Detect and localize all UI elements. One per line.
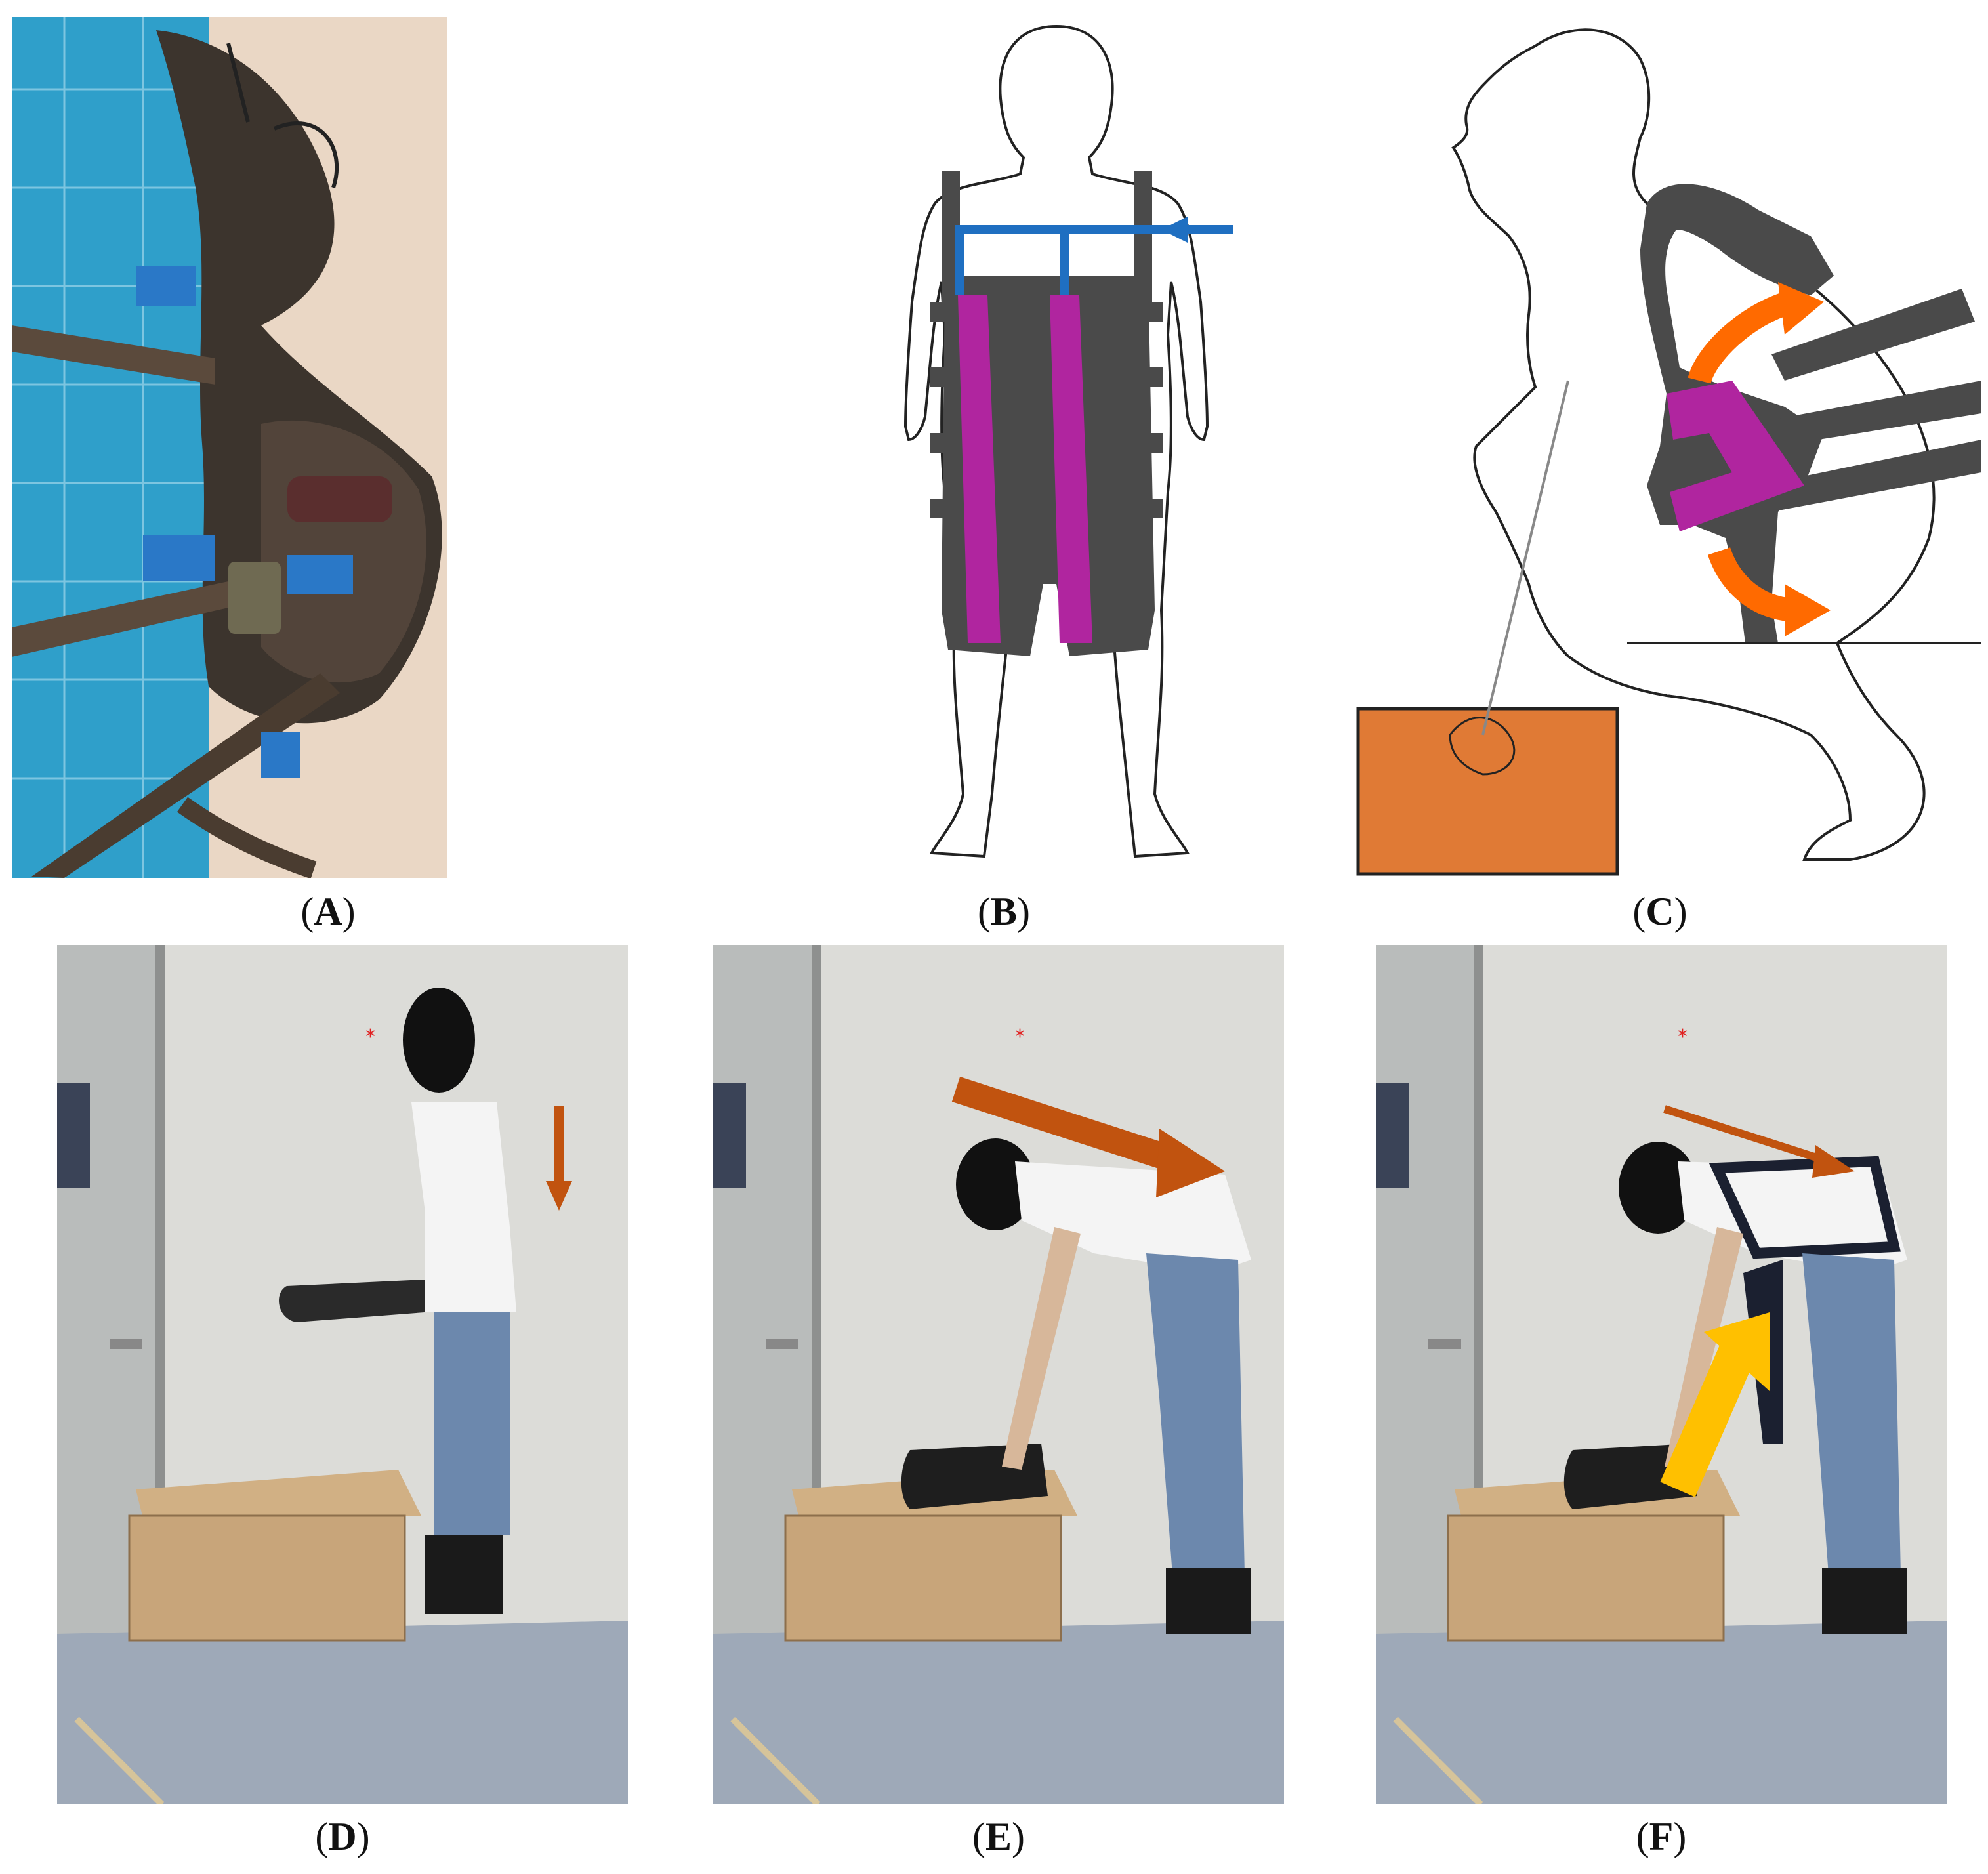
- panel-c-diagram: [1352, 13, 1981, 879]
- panel-e-photo: *: [713, 945, 1284, 1804]
- caption-d: (D): [315, 1815, 370, 1858]
- caption-c: (C): [1632, 890, 1688, 933]
- caption-e: (E): [972, 1815, 1025, 1858]
- panel-a-photo: [12, 17, 447, 878]
- bent-lift-no-exoskeleton-photo: *: [713, 945, 1284, 1804]
- svg-text:*: *: [1015, 1026, 1025, 1049]
- panel-b-diagram: [846, 20, 1266, 879]
- caption-a: (A): [300, 890, 356, 933]
- panel-f-photo: *: [1376, 945, 1947, 1804]
- front-view-exoskeleton-diagram: [903, 24, 1233, 858]
- caption-f: (F): [1636, 1815, 1687, 1858]
- standing-hold-photo: *: [57, 945, 628, 1804]
- caption-b: (B): [978, 890, 1030, 933]
- svg-text:*: *: [1678, 1026, 1688, 1049]
- svg-text:*: *: [365, 1026, 375, 1049]
- panel-d-photo: *: [57, 945, 628, 1804]
- side-squat-exoskeleton-diagram: [1356, 28, 1981, 876]
- bent-lift-with-exoskeleton-photo: *: [1376, 945, 1947, 1804]
- exoskeleton-photo: [12, 17, 447, 878]
